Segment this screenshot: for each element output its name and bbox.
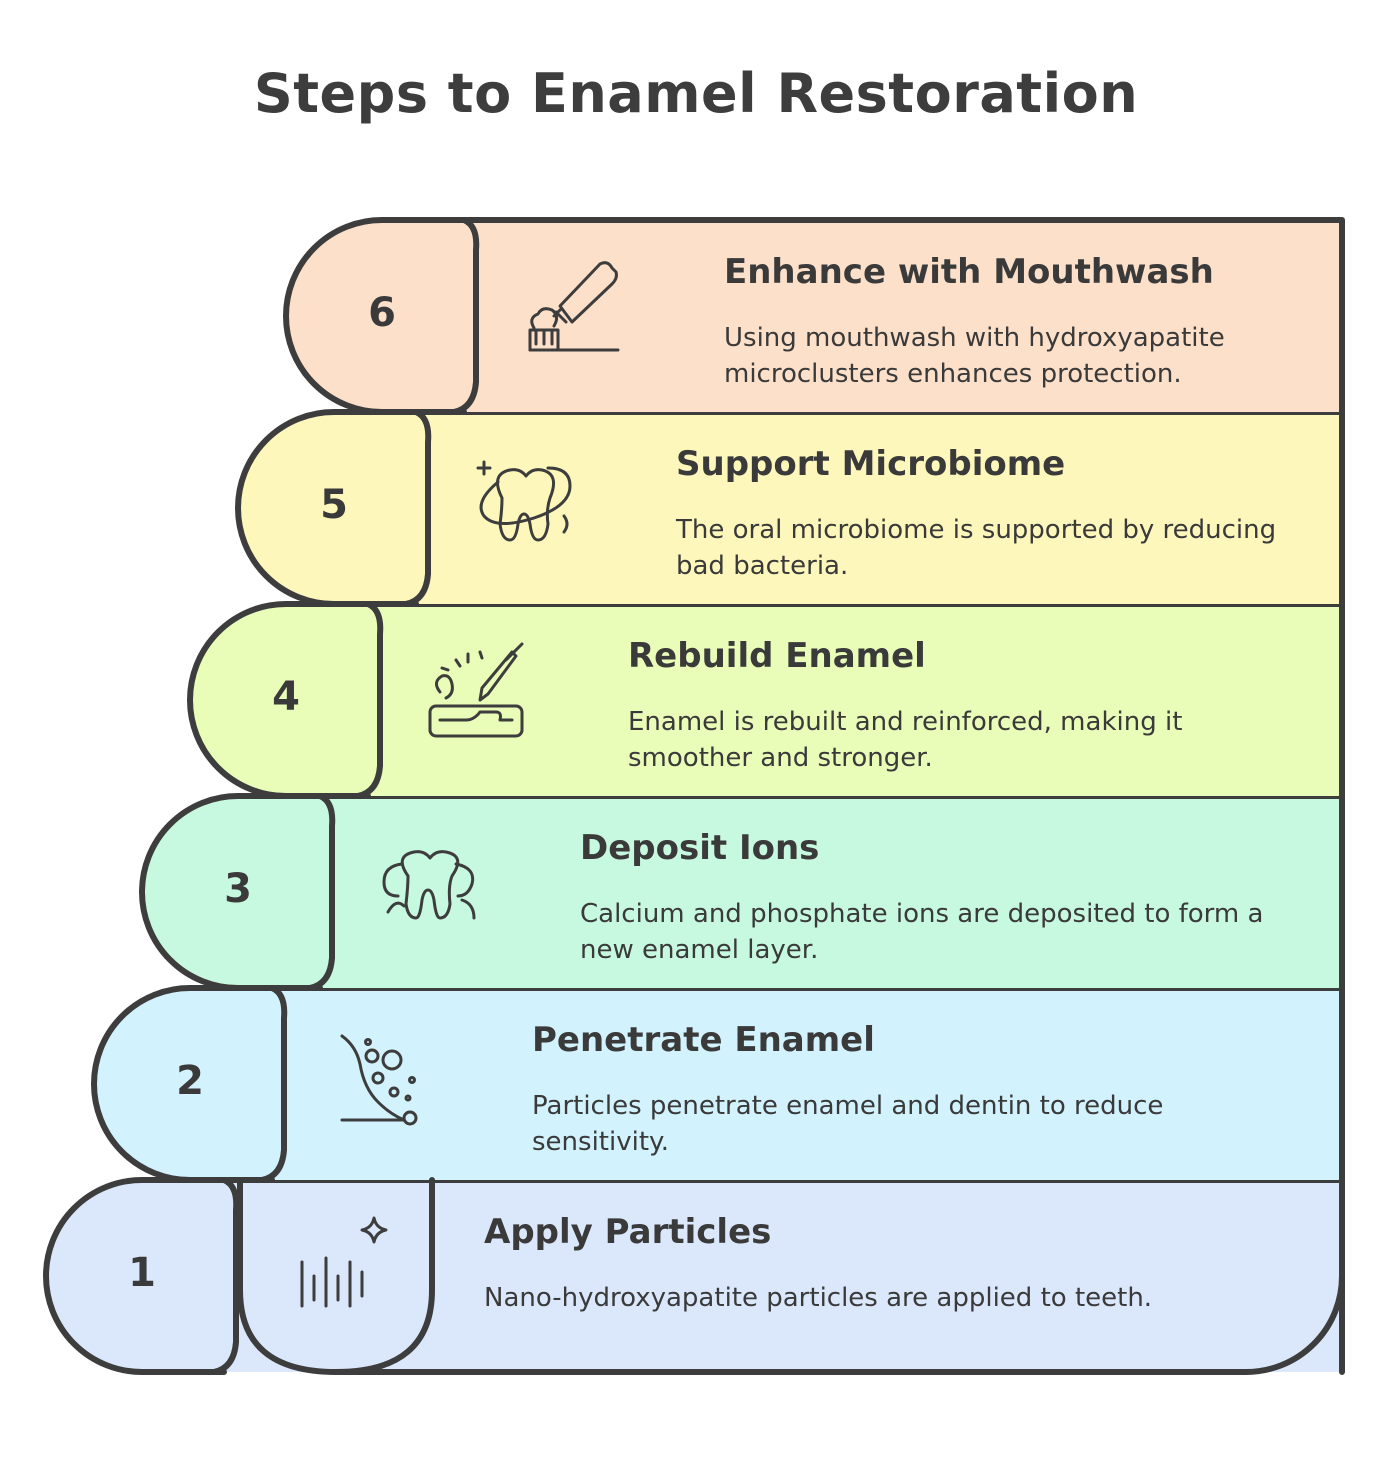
step-cap-outline xyxy=(187,601,371,799)
step-6 xyxy=(283,217,1345,415)
step-number: 1 xyxy=(128,1250,156,1296)
step-cap-divider xyxy=(451,217,480,415)
step-description: The oral microbiome is supported by redu… xyxy=(676,515,1277,581)
step-description: Calcium and phosphate ions are deposited… xyxy=(580,899,1264,965)
tooth-orbit-icon xyxy=(476,460,572,542)
step-description: Particles penetrate enamel and dentin to… xyxy=(532,1091,1164,1157)
step-cap-divider xyxy=(259,985,288,1183)
step-title: Deposit Ions xyxy=(580,828,820,868)
step-cap-divider xyxy=(355,601,384,799)
step-title: Support Microbiome xyxy=(676,444,1066,484)
toothpaste-brush-icon xyxy=(528,261,620,352)
tooth-ions-icon xyxy=(382,850,476,920)
step-band-fill xyxy=(190,604,1342,796)
step-description: Nano-hydroxyapatite particles are applie… xyxy=(484,1283,1153,1313)
step-title: Apply Particles xyxy=(484,1212,772,1252)
step-cap-outline xyxy=(43,1177,227,1375)
step-3 xyxy=(139,793,1345,991)
step-cap-outline xyxy=(91,985,275,1183)
step-title: Rebuild Enamel xyxy=(628,636,926,676)
step-title: Enhance with Mouthwash xyxy=(724,252,1214,292)
step-number: 6 xyxy=(368,290,396,336)
step-band-fill xyxy=(286,220,1342,412)
step-bar-outline xyxy=(461,217,1345,415)
step-cap-outline xyxy=(139,793,323,991)
step-number: 4 xyxy=(272,674,300,720)
particles-slope-icon xyxy=(340,1034,418,1126)
step-title: Penetrate Enamel xyxy=(532,1020,875,1060)
step-band-fill xyxy=(142,796,1342,988)
step-band-fill xyxy=(238,412,1342,604)
step-cap-outline xyxy=(283,217,467,415)
step-description: Enamel is rebuilt and reinforced, making… xyxy=(628,707,1183,773)
base-outline xyxy=(333,1177,1345,1375)
step-cap-divider xyxy=(211,1177,240,1375)
step-cap-divider xyxy=(403,409,432,607)
step-2 xyxy=(91,985,1345,1183)
step-band-fill xyxy=(94,988,1342,1180)
step-description: Using mouthwash with hydroxyapatite micr… xyxy=(724,323,1225,389)
step-cap-divider xyxy=(307,793,336,991)
page-title: Steps to Enamel Restoration xyxy=(253,62,1139,125)
step-number: 2 xyxy=(176,1058,204,1104)
repair-tool-icon xyxy=(428,642,524,738)
step-number: 3 xyxy=(224,866,252,912)
step-cap-outline xyxy=(235,409,419,607)
step-number: 5 xyxy=(320,482,348,528)
sparkle-lines-icon xyxy=(300,1216,388,1308)
